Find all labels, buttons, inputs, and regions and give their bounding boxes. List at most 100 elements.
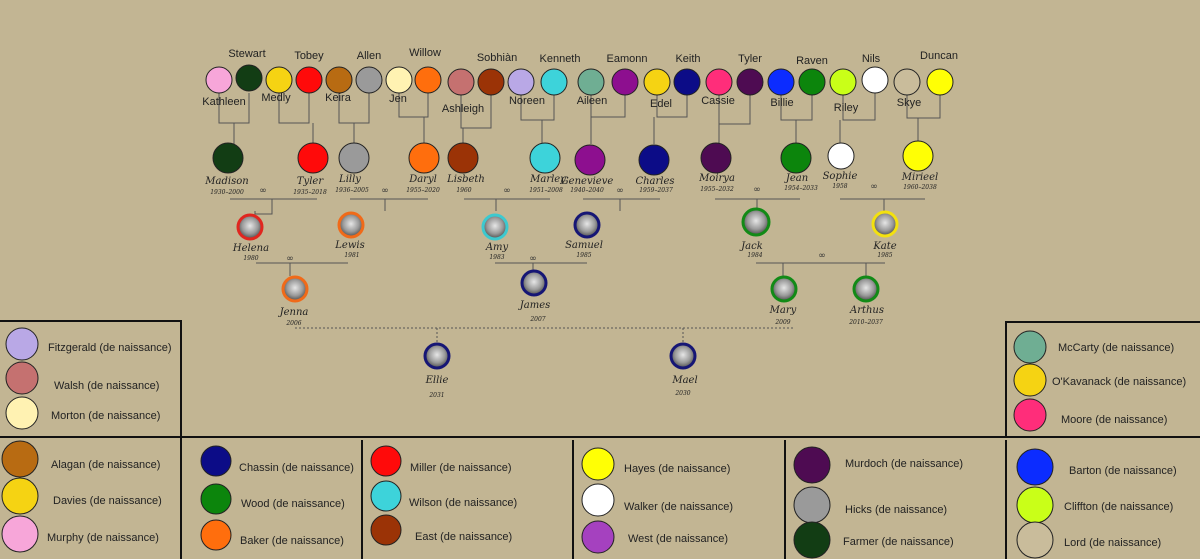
legend-label: Wilson (de naissance): [409, 497, 517, 509]
generation-3: [236, 207, 899, 241]
legend-swatch: [1013, 398, 1047, 432]
person-name: Nils: [862, 53, 881, 65]
legend-swatch: [370, 514, 402, 546]
legend-label: Davies (de naissance): [53, 495, 162, 507]
person-circle: [577, 68, 605, 96]
portrait-photo: [236, 213, 264, 241]
person-name: Cassie: [701, 95, 735, 107]
person-name: Allen: [357, 50, 381, 62]
legend-label: Walsh (de naissance): [54, 380, 159, 392]
marriage-symbol: ∞: [753, 185, 761, 195]
person-dates: 1985: [576, 252, 591, 259]
person-dates: 1980: [243, 255, 258, 262]
person-name: Billie: [770, 97, 793, 109]
connector: [718, 93, 751, 144]
portrait-photo: [520, 269, 548, 297]
person-circle: [212, 142, 244, 174]
legend-swatch: [370, 480, 402, 512]
generation-2-labels: Madison 1930–2000 Tyler 1935–2018 Lilly …: [204, 171, 938, 196]
person-dates: 2007: [529, 316, 545, 323]
person-dates: 1985: [877, 252, 892, 259]
legend-swatch: [1, 515, 39, 553]
legend-label: Baker (de naissance): [240, 535, 344, 547]
person-circle: [643, 68, 671, 96]
legend-label: Chassin (de naissance): [239, 462, 354, 474]
legend-swatch: [581, 447, 615, 481]
person-circle: [926, 68, 954, 96]
legend-swatch: [1013, 330, 1047, 364]
person-name: Helena: [232, 243, 269, 254]
marriage-symbol: ∞: [286, 254, 294, 264]
person-name: Marley: [529, 174, 566, 185]
connector: [460, 93, 492, 144]
legend-label: Morton (de naissance): [51, 410, 160, 422]
person-name: Samuel: [565, 240, 603, 251]
legend-swatch: [1016, 521, 1054, 559]
person-name: Stewart: [228, 48, 265, 60]
marriage-line: [495, 262, 587, 271]
legend-label: Alagan (de naissance): [51, 459, 160, 471]
person-name: Kathleen: [202, 96, 245, 108]
person-dates: 2006: [285, 320, 301, 327]
legend-swatch: [1, 477, 39, 515]
legend-label: O'Kavanack (de naissance): [1052, 376, 1186, 388]
person-name: James: [518, 300, 551, 311]
generation-2: [212, 140, 934, 176]
marriage-line: [350, 198, 428, 211]
person-name: Aileen: [577, 95, 608, 107]
connector: [218, 93, 250, 144]
connector: [520, 93, 555, 144]
person-name: Madison: [204, 176, 248, 187]
legend-swatch: [1, 440, 39, 478]
person-dates: 1930–2000: [210, 189, 244, 196]
legend-swatch: [200, 483, 232, 515]
portrait-photo: [770, 275, 798, 303]
marriage-line: [840, 198, 925, 211]
generation-3-labels: Helena 1980 Lewis 1981 Amy 1983 Samuel 1…: [232, 240, 897, 262]
legend-swatch: [793, 486, 831, 524]
person-circle: [638, 144, 670, 176]
person-circle: [700, 142, 732, 174]
legend-swatch: [793, 446, 831, 484]
person-circle: [673, 68, 701, 96]
generation-4: [281, 269, 880, 303]
tree-connectors: [218, 93, 941, 343]
person-name: Willow: [409, 47, 441, 59]
person-circle: [736, 68, 764, 96]
person-name: Lilly: [338, 174, 361, 185]
generation-4-labels: Jenna 2006 James 2007 Mary 2009 Arthus 2…: [278, 300, 884, 327]
person-dates: 2031: [428, 392, 444, 399]
legend-label: Lord (de naissance): [1064, 537, 1161, 549]
person-dates: 1935–2018: [293, 189, 327, 196]
person-name: Sophie: [823, 171, 858, 182]
portrait-photo: [281, 275, 309, 303]
connector: [780, 93, 813, 144]
person-name: Riley: [834, 102, 859, 114]
legend-label: Murphy (de naissance): [47, 532, 159, 544]
person-circle: [325, 66, 353, 94]
person-name: Amy: [485, 242, 509, 253]
person-name: Medly: [261, 92, 291, 104]
marriage-line: [583, 198, 660, 211]
person-name: Noreen: [509, 95, 545, 107]
generation-1-labels: Stewart Tobey Allen Willow Sobhiàn Kenne…: [202, 47, 958, 115]
person-circle: [355, 66, 383, 94]
person-dates: 1983: [489, 254, 504, 261]
person-circle: [297, 142, 329, 174]
legend-box-border: [1005, 321, 1200, 437]
person-circle: [829, 68, 857, 96]
connector: [590, 93, 626, 144]
person-name: Jack: [739, 241, 763, 252]
legend-label: Murdoch (de naissance): [845, 458, 963, 470]
legend-label: West (de naissance): [628, 533, 728, 545]
portrait-photo: [871, 210, 899, 238]
person-circle: [265, 66, 293, 94]
connector: [653, 93, 688, 144]
marriage-symbol: ∞: [381, 186, 389, 196]
legend-swatch: [5, 396, 39, 430]
marriage-line: [756, 262, 885, 276]
person-name: Sobhiàn: [477, 52, 517, 64]
marriage-line: [230, 198, 317, 215]
legend-label: Barton (de naissance): [1069, 465, 1177, 477]
